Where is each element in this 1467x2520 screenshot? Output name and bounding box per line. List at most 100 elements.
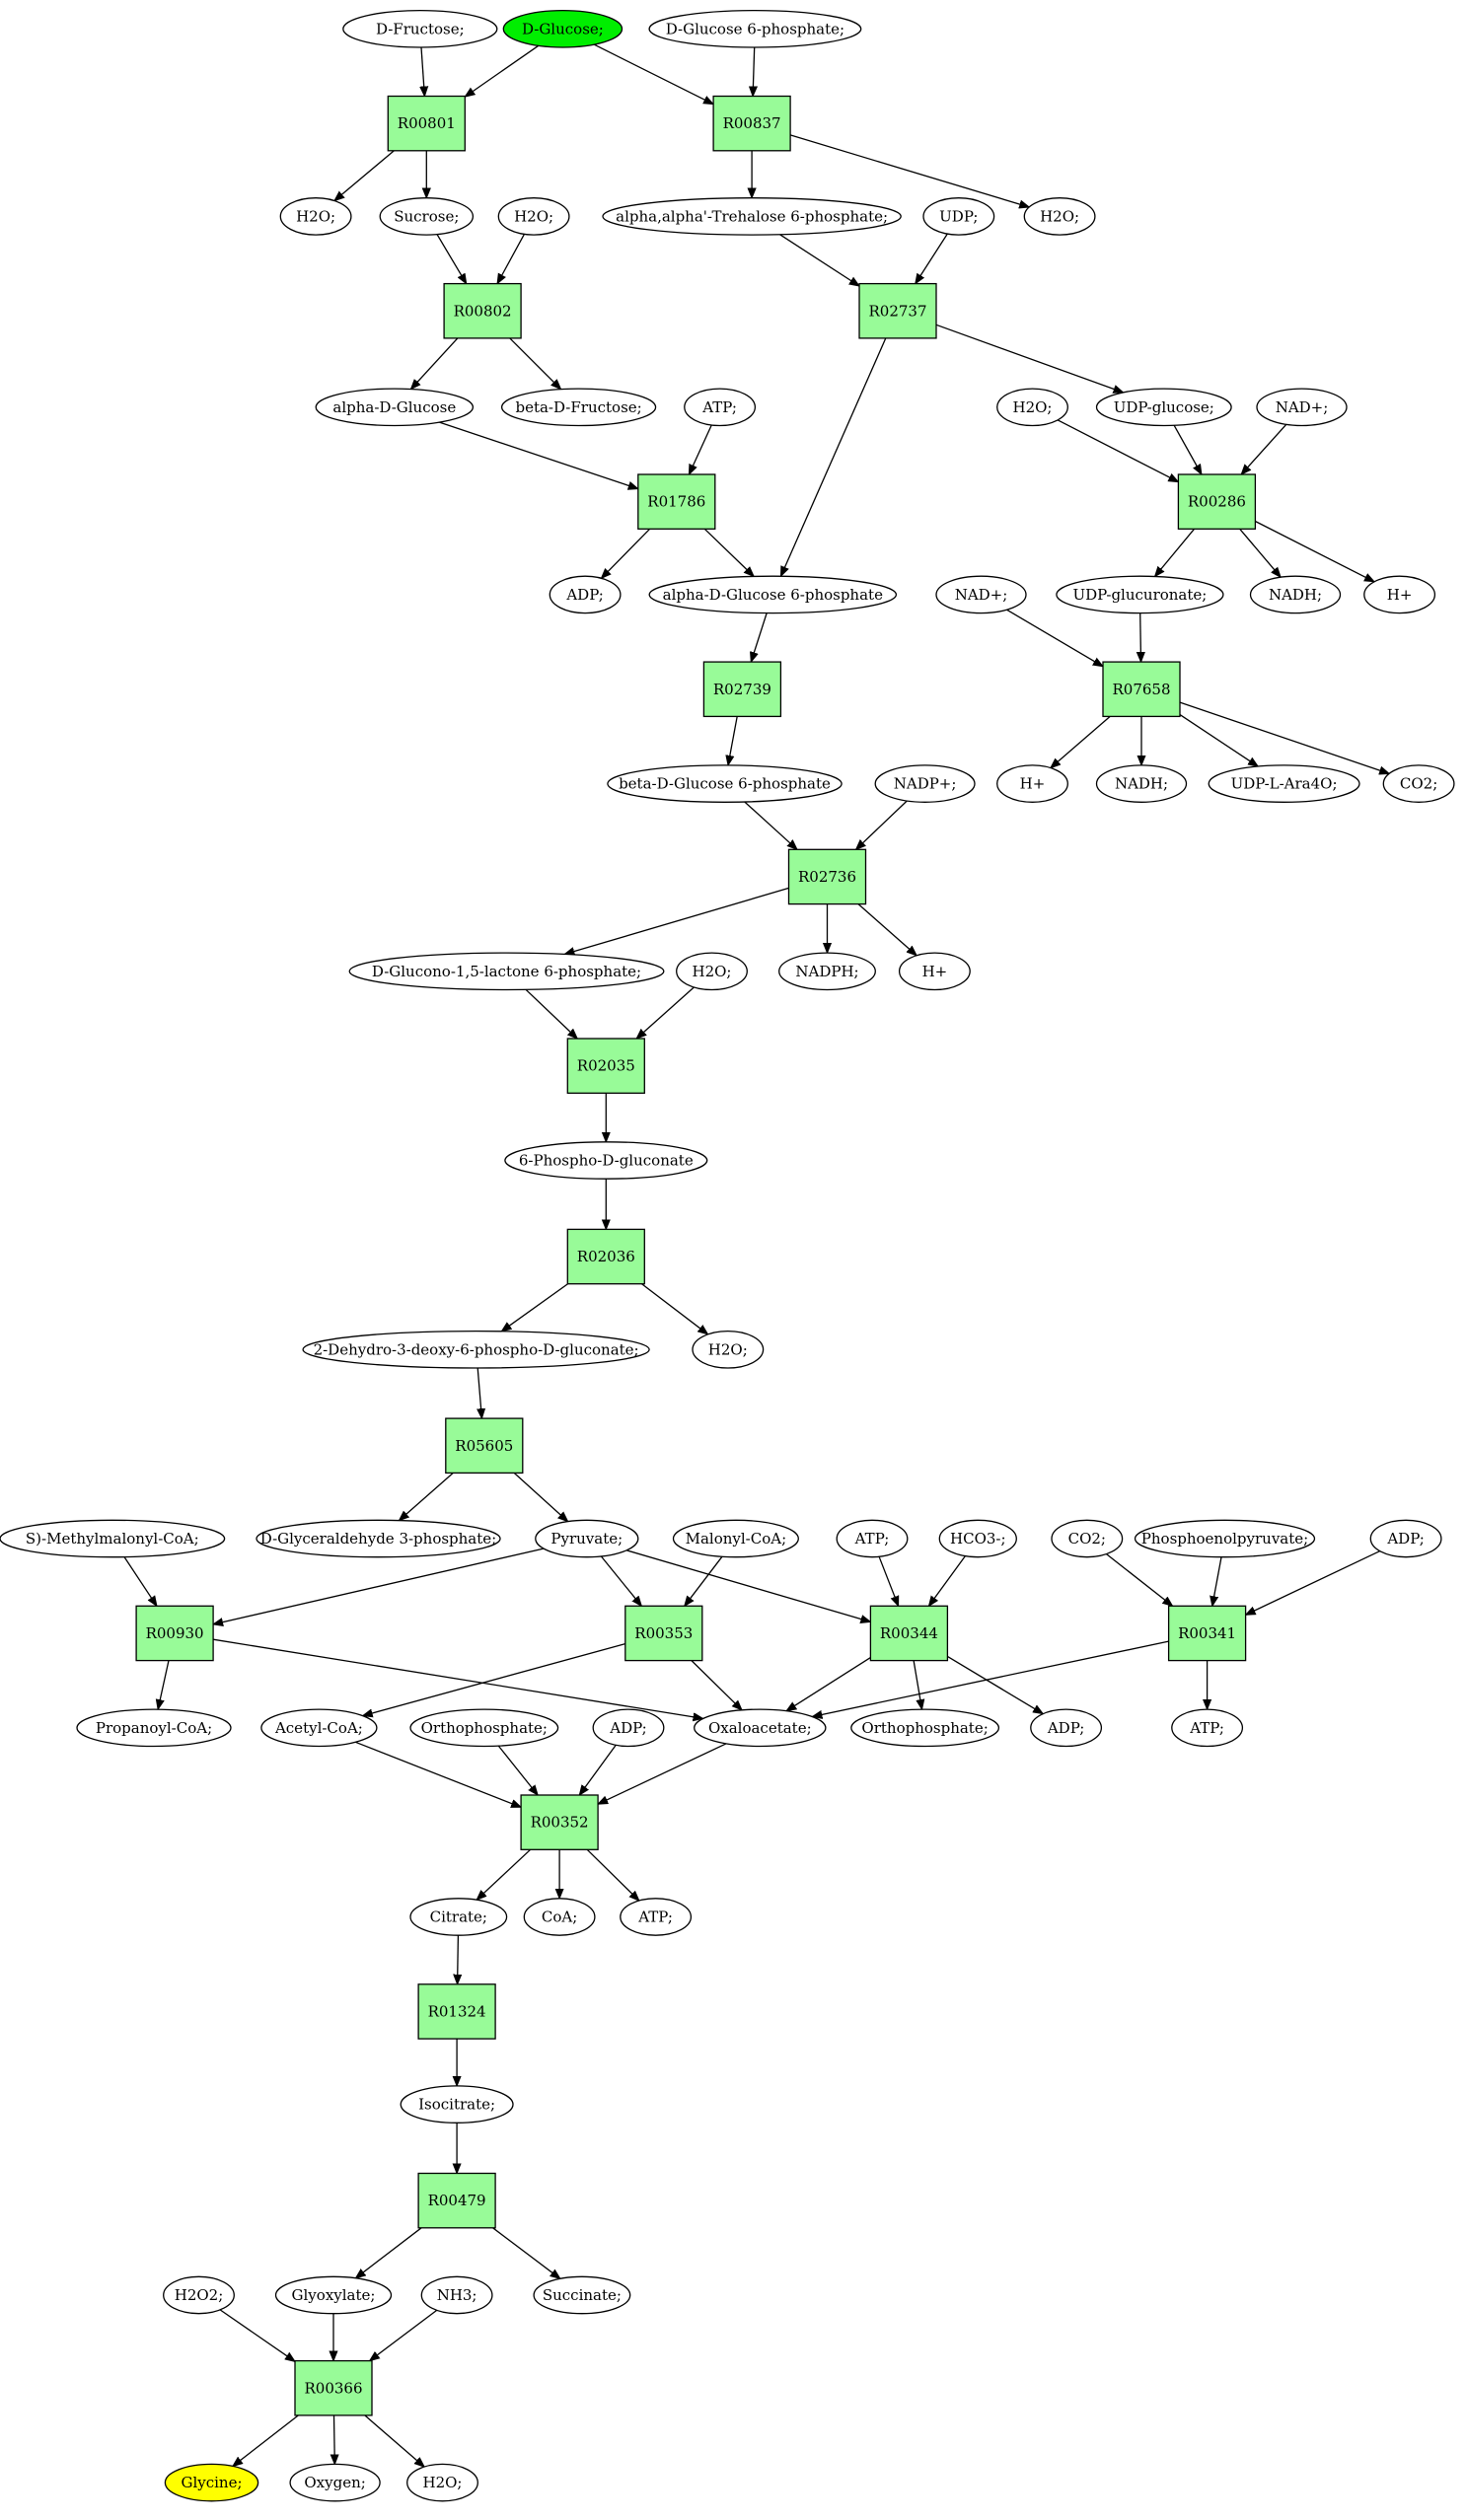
compound-label: UDP-L-Ara4O; — [1231, 775, 1338, 793]
compound-ellipse — [938, 1519, 1017, 1558]
compound-node[interactable]: H2O; — [497, 197, 570, 236]
compound-node[interactable]: Pyruvate; — [535, 1519, 639, 1558]
compound-node[interactable]: D-Glyceraldehyde 3-phosphate; — [256, 1519, 501, 1558]
compound-node[interactable]: NH3; — [420, 2275, 493, 2315]
compound-node[interactable]: 2-Dehydro-3-deoxy-6-phospho-D-gluconate; — [302, 1330, 650, 1369]
compound-node[interactable]: Glyoxylate; — [274, 2275, 393, 2315]
reaction-label: R00286 — [1188, 493, 1246, 511]
reaction-node[interactable]: R00352 — [520, 1794, 599, 1850]
reaction-node[interactable]: R02036 — [566, 1228, 645, 1285]
compound-node[interactable]: ADP; — [1030, 1708, 1103, 1748]
compound-node[interactable]: H2O2; — [163, 2275, 235, 2315]
reaction-node[interactable]: R07658 — [1102, 661, 1181, 718]
compound-label: alpha-D-Glucose — [332, 398, 456, 416]
compound-node[interactable]: Acetyl-CoA; — [260, 1708, 378, 1748]
compound-node[interactable]: Oxygen; — [289, 2463, 381, 2502]
reaction-node[interactable]: R00801 — [387, 95, 466, 152]
edge-c1-to-r1 — [421, 46, 424, 97]
compound-node[interactable]: D-Fructose; — [342, 9, 498, 48]
compound-node[interactable]: alpha-D-Glucose — [315, 388, 475, 427]
reaction-node[interactable]: R05605 — [445, 1417, 524, 1475]
compound-node[interactable]: CO2; — [1051, 1519, 1124, 1558]
reaction-node[interactable]: R01324 — [417, 1983, 496, 2040]
reaction-node[interactable]: R01786 — [637, 473, 716, 530]
reaction-box — [443, 282, 522, 339]
compound-node[interactable]: Glycine; — [164, 2463, 259, 2502]
compound-node[interactable]: UDP; — [922, 197, 995, 236]
compound-node[interactable]: Citrate; — [409, 1898, 508, 1936]
compound-node[interactable]: ATP; — [1171, 1708, 1244, 1748]
compound-node[interactable]: ADP; — [549, 575, 622, 614]
compound-node[interactable]: beta-D-Fructose; — [500, 388, 657, 427]
compound-node[interactable]: CO2; — [1382, 764, 1455, 803]
reaction-node[interactable]: R02736 — [787, 848, 867, 905]
reaction-node[interactable]: R00344 — [869, 1605, 949, 1662]
compound-node[interactable]: Orthophosphate; — [409, 1708, 559, 1748]
reaction-label: R02736 — [798, 868, 856, 886]
compound-node[interactable]: ADP; — [1369, 1519, 1442, 1558]
compound-node[interactable]: alpha,alpha'-Trehalose 6-phosphate; — [602, 197, 902, 236]
compound-node[interactable]: H2O; — [1023, 197, 1096, 236]
reaction-node[interactable]: R02035 — [566, 1038, 645, 1094]
edge-r6-to-c19 — [1155, 528, 1196, 576]
compound-node[interactable]: NAD+; — [935, 575, 1027, 614]
compound-node[interactable]: NADPH; — [778, 952, 876, 991]
compound-node[interactable]: ATP; — [684, 388, 757, 427]
compound-node[interactable]: H2O; — [692, 1330, 765, 1369]
compound-node[interactable]: Oxaloacetate; — [694, 1708, 827, 1748]
compound-node[interactable]: UDP-glucuronate; — [1056, 575, 1224, 614]
reaction-node[interactable]: R00479 — [417, 2172, 496, 2229]
compound-node[interactable]: UDP-L-Ara4O; — [1208, 764, 1360, 803]
compound-node[interactable]: D-Glucose 6-phosphate; — [648, 9, 862, 48]
compound-node[interactable]: H+ — [996, 764, 1068, 803]
reaction-node[interactable]: R02739 — [702, 661, 782, 718]
compound-node[interactable]: UDP-glucose; — [1095, 388, 1232, 427]
compound-node[interactable]: H+ — [898, 952, 971, 991]
compound-node[interactable]: NADH; — [1249, 575, 1342, 614]
compound-node[interactable]: NADH; — [1095, 764, 1188, 803]
compound-ellipse — [1382, 764, 1455, 803]
compound-node[interactable]: NADP+; — [874, 764, 976, 803]
reaction-node[interactable]: R02737 — [858, 282, 937, 339]
compound-node[interactable]: ATP; — [620, 1898, 693, 1936]
compound-label: Isocitrate; — [418, 2096, 495, 2114]
compound-node[interactable]: HCO3-; — [938, 1519, 1017, 1558]
compound-node[interactable]: S)-Methylmalonyl-CoA; — [0, 1519, 226, 1558]
reaction-node[interactable]: R00286 — [1177, 473, 1257, 530]
compound-node[interactable]: D-Glucose; — [502, 9, 623, 48]
reaction-label: R00366 — [304, 2379, 362, 2397]
compound-node[interactable]: alpha-D-Glucose 6-phosphate — [648, 575, 898, 614]
compound-node[interactable]: Sucrose; — [379, 197, 475, 236]
edge-r3-to-c11 — [509, 337, 561, 390]
compound-node[interactable]: Phosphoenolpyruvate; — [1134, 1519, 1316, 1558]
compound-label: Sucrose; — [394, 207, 459, 225]
reaction-node[interactable]: R00930 — [135, 1605, 214, 1662]
compound-node[interactable]: CoA; — [523, 1898, 596, 1936]
compound-node[interactable]: beta-D-Glucose 6-phosphate — [607, 764, 843, 803]
compound-node[interactable]: H+ — [1363, 575, 1436, 614]
compound-node[interactable]: Succinate; — [533, 2275, 631, 2315]
compound-ellipse — [676, 952, 748, 991]
compound-node[interactable]: Malonyl-CoA; — [672, 1519, 799, 1558]
reaction-node[interactable]: R00353 — [624, 1605, 703, 1662]
reaction-node[interactable]: R00366 — [294, 2359, 373, 2416]
compound-node[interactable]: D-Glucono-1,5-lactone 6-phosphate; — [348, 952, 665, 991]
compound-node[interactable]: H2O; — [676, 952, 748, 991]
compound-node[interactable]: ADP; — [592, 1708, 665, 1748]
compound-node[interactable]: H2O; — [996, 388, 1068, 427]
compound-node[interactable]: NAD+; — [1256, 388, 1348, 427]
compound-node[interactable]: H2O; — [279, 197, 352, 236]
compound-node[interactable]: ATP; — [836, 1519, 909, 1558]
reaction-node[interactable]: R00341 — [1167, 1605, 1247, 1662]
reaction-label: R00479 — [428, 2192, 486, 2209]
edge-r7-to-c22 — [728, 716, 738, 765]
edge-c37-to-r13 — [213, 1548, 545, 1624]
compound-label: NAD+; — [955, 586, 1008, 604]
compound-node[interactable]: H2O; — [406, 2463, 478, 2502]
reaction-node[interactable]: R00837 — [712, 95, 791, 152]
compound-node[interactable]: Isocitrate; — [400, 2085, 514, 2124]
compound-node[interactable]: Propanoyl-CoA; — [76, 1708, 232, 1748]
compound-node[interactable]: Orthophosphate; — [850, 1708, 1000, 1748]
compound-node[interactable]: 6-Phospho-D-gluconate — [504, 1141, 708, 1180]
reaction-node[interactable]: R00802 — [443, 282, 522, 339]
